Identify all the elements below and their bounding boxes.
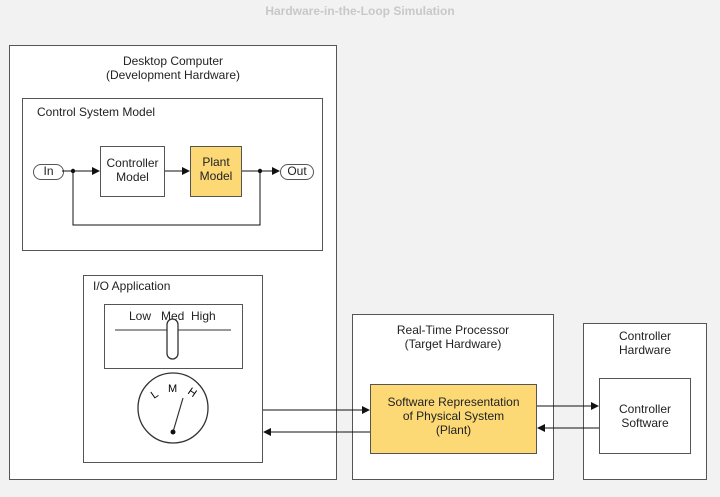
realtime-title-line2: (Target Hardware) <box>404 337 502 351</box>
slider-med-label[interactable]: Med <box>161 309 185 323</box>
gauge-needle <box>172 397 184 433</box>
gauge-hub <box>170 429 176 435</box>
controller-software-line2: Software <box>621 416 669 430</box>
plant-model-block <box>190 146 242 197</box>
controller-hardware-line2: Hardware <box>618 343 672 357</box>
control-system-model-title: Control System Model <box>37 105 156 119</box>
controller-hardware-title: Controller Hardware <box>583 329 707 357</box>
out-port: Out <box>280 164 314 180</box>
software-representation-block <box>370 384 537 454</box>
gauge-dial <box>137 372 209 444</box>
slider-thumb <box>166 318 179 360</box>
io-application-title: I/O Application <box>93 279 171 293</box>
desktop-title-line2: (Development Hardware) <box>105 68 241 82</box>
desktop-title: Desktop Computer (Development Hardware) <box>9 54 337 82</box>
desktop-title-line1: Desktop Computer <box>122 54 224 68</box>
feedback-loop <box>72 171 261 226</box>
gauge-label-m: M <box>168 383 177 395</box>
slider-high-label[interactable]: High <box>191 309 216 323</box>
software-rep-line2: of Physical System <box>402 409 505 423</box>
controller-model-label: Controller Model <box>100 156 165 184</box>
controller-model-line1: Controller <box>106 156 159 170</box>
slider-low-label[interactable]: Low <box>129 309 152 323</box>
realtime-title-line1: Real-Time Processor <box>396 323 510 337</box>
controller-software-line1: Controller <box>618 402 672 416</box>
realtime-title: Real-Time Processor (Target Hardware) <box>352 323 554 351</box>
controller-hardware-line1: Controller <box>618 329 672 343</box>
controller-model-block <box>100 146 165 197</box>
software-rep-line3: (Plant) <box>435 423 472 437</box>
plant-model-line2: Model <box>199 169 233 183</box>
plant-model-line1: Plant <box>202 155 230 169</box>
in-port: In <box>33 164 64 180</box>
software-rep-line1: Software Representation <box>387 395 520 409</box>
software-representation-label: Software Representation of Physical Syst… <box>370 395 537 437</box>
controller-software-block <box>599 378 691 454</box>
controller-software-label: Controller Software <box>599 402 691 430</box>
diagram-title: Hardware-in-the-Loop Simulation <box>265 4 455 18</box>
controller-model-line2: Model <box>116 170 149 184</box>
plant-model-label: Plant Model <box>190 155 242 183</box>
gauge-label-l: L <box>149 388 161 401</box>
